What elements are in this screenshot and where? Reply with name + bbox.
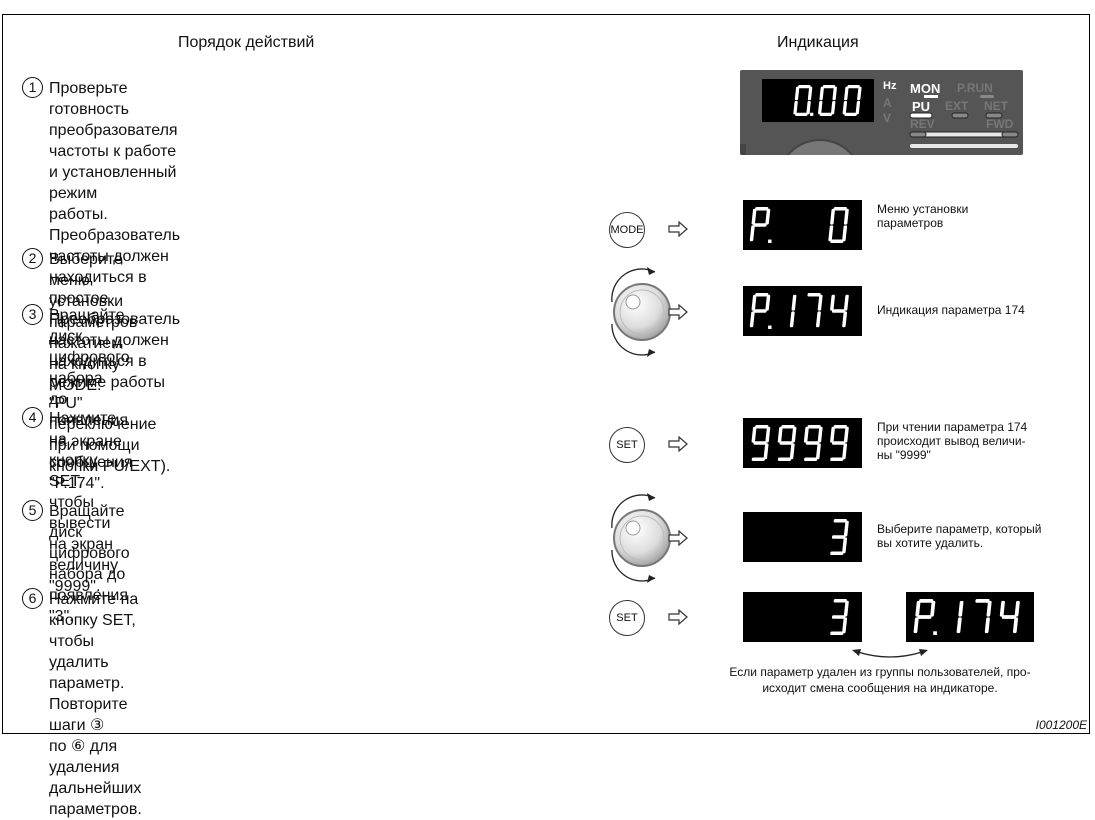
v-label: V xyxy=(883,111,892,125)
seven-segment-digit xyxy=(842,85,862,116)
seven-segment-digit xyxy=(975,599,992,634)
step-number: 2 xyxy=(22,248,43,269)
rev-label: REV xyxy=(910,117,935,131)
step-number: 1 xyxy=(22,77,43,98)
fwd-label: FWD xyxy=(986,117,1014,131)
step-number: 6 xyxy=(22,588,43,609)
note-step5: Выберите параметр, который вы хотите уда… xyxy=(877,522,1042,550)
step-number: 3 xyxy=(22,304,43,325)
step-number: 4 xyxy=(22,407,43,428)
seven-segment-digit xyxy=(749,293,771,328)
seven-segment-digit xyxy=(830,294,849,328)
alternate-arrow-icon xyxy=(852,649,928,658)
note-step2: Меню установки параметров xyxy=(877,202,969,230)
arrow-right-icon xyxy=(668,530,688,546)
decimal-point xyxy=(768,239,772,243)
panel-leds xyxy=(740,95,1019,155)
display-step6-a xyxy=(743,592,862,642)
decimal-point xyxy=(768,325,772,329)
operation-panel: Hz A V MON P.RUN PU EXT NET REV FWD xyxy=(740,70,1023,155)
a-label: A xyxy=(883,96,892,110)
ext-label: EXT xyxy=(945,99,969,113)
step-text: Вращайте диск цифрового набора до появле… xyxy=(49,503,130,625)
net-label: NET xyxy=(984,99,1008,113)
panel-display-digits xyxy=(793,85,862,116)
mon-label: MON xyxy=(910,81,941,96)
seven-segment-digit xyxy=(999,600,1020,634)
header-procedure: Порядок действий xyxy=(178,34,315,51)
step-text: Нажмите на кнопку SET, чтобы вывести на … xyxy=(49,410,119,595)
decimal-point xyxy=(933,631,937,635)
seven-segment-digit xyxy=(749,207,771,242)
mon-led xyxy=(924,95,938,98)
hz-label: Hz xyxy=(883,80,897,92)
display-step2 xyxy=(743,200,862,250)
dial-rotate-icon xyxy=(611,267,671,357)
seven-segment-digit xyxy=(777,425,797,461)
panel-display xyxy=(762,79,874,122)
seven-segment-digit xyxy=(956,600,964,634)
dial-rotate-icon xyxy=(611,493,671,583)
seven-segment-digit xyxy=(830,599,849,635)
pu-label: PU xyxy=(912,99,931,114)
arrow-right-icon xyxy=(668,436,688,452)
step-text: Выберите меню установки параметров нажат… xyxy=(49,251,138,394)
header-indication: Индикация xyxy=(777,34,859,51)
set-button-step6[interactable]: SET xyxy=(609,600,645,636)
ext-led xyxy=(951,112,969,119)
display-step2-digits xyxy=(749,207,849,243)
net-led xyxy=(985,112,1003,119)
display-step6-a-digits xyxy=(830,599,849,635)
figure-frame xyxy=(2,14,1090,734)
decimal-point xyxy=(810,112,814,116)
panel-bottom-bar xyxy=(910,144,1018,148)
note-step4: При чтении параметра 174 происходит выво… xyxy=(877,420,1028,462)
seven-segment-digit xyxy=(789,294,797,328)
seven-segment-digit xyxy=(818,85,837,116)
figure-code: I001200E xyxy=(1035,718,1087,732)
display-step4-digits xyxy=(751,425,849,461)
seven-segment-digit xyxy=(913,599,936,634)
step-text: Вращайте диск цифрового набора до появле… xyxy=(49,307,133,492)
set-button-step4[interactable]: SET xyxy=(609,427,645,463)
rev-led xyxy=(909,131,927,138)
seven-segment-digit xyxy=(830,519,849,555)
mode-button[interactable]: MODE xyxy=(609,212,645,248)
panel-dial xyxy=(786,139,854,155)
arrow-right-icon xyxy=(668,221,688,237)
fwd-led xyxy=(1001,131,1019,138)
display-step3 xyxy=(743,286,862,336)
arrow-right-icon xyxy=(668,609,688,625)
step-number: 5 xyxy=(22,500,43,521)
display-step5 xyxy=(743,512,862,562)
prun-label: P.RUN xyxy=(957,81,993,95)
seven-segment-digit xyxy=(803,425,823,461)
prun-led xyxy=(980,95,994,98)
display-step6-b xyxy=(906,592,1034,642)
seven-segment-digit xyxy=(807,293,823,328)
note-step6: Если параметр удален из группы пользоват… xyxy=(729,665,1031,695)
seven-segment-digit xyxy=(793,85,813,116)
seven-segment-digit xyxy=(828,207,849,243)
arrow-right-icon xyxy=(668,304,688,320)
display-step3-digits xyxy=(749,293,849,329)
step-text: Нажмите на кнопку SET, чтобы удалить пар… xyxy=(49,591,142,818)
display-step6-b-digits xyxy=(913,599,1020,635)
pu-led xyxy=(909,112,933,119)
display-step5-digits xyxy=(830,519,849,555)
seven-segment-digit xyxy=(751,425,771,461)
seven-segment-digit xyxy=(830,425,849,461)
step-text: Проверьте готовность преобразователя час… xyxy=(49,80,181,475)
display-step4 xyxy=(743,418,862,468)
note-step3: Индикация параметра 174 xyxy=(877,303,1025,317)
